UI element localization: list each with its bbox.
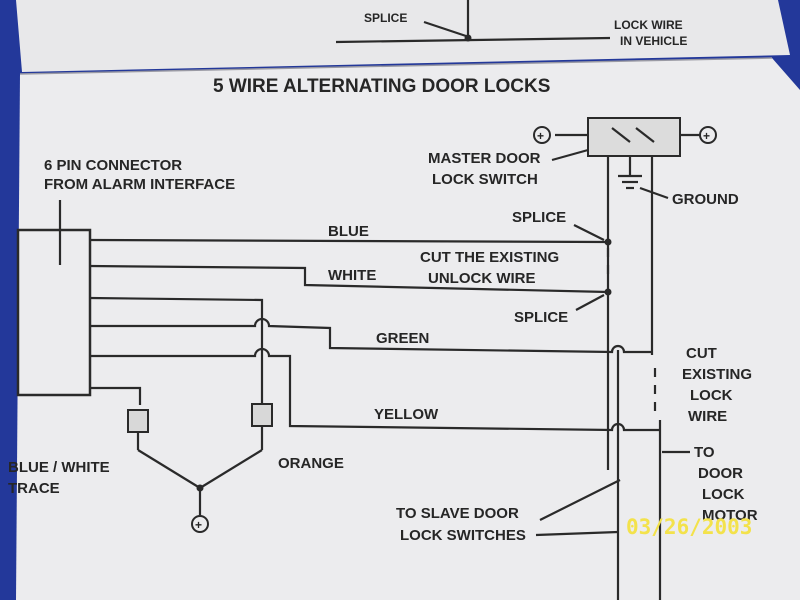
positive-symbol-left: +	[537, 129, 544, 143]
switch-leader	[551, 148, 589, 162]
ground-label: GROUND	[672, 191, 739, 208]
relay-left-label-2: TRACE	[8, 480, 60, 497]
blue-white-relay-feed	[90, 386, 142, 405]
top-panel: SPLICE LOCK WIRE IN VEHICLE	[335, 0, 687, 48]
green-wire-label: GREEN	[376, 330, 429, 347]
positive-terminal-left	[533, 126, 551, 144]
positive-symbol-right: +	[703, 129, 710, 143]
positive-symbol-bottom: +	[195, 518, 202, 532]
diagram-title: 5 WIRE ALTERNATING DOOR LOCKS	[213, 76, 550, 97]
connector-body	[16, 228, 92, 397]
connector-label-1: 6 PIN CONNECTOR	[44, 157, 182, 174]
positive-terminal-bottom	[191, 515, 209, 533]
top-splice-label: SPLICE	[364, 11, 407, 25]
relay-network: +	[127, 320, 273, 533]
yellow-wire	[90, 347, 660, 432]
left-diode-leg	[137, 449, 201, 489]
splice-leader-lower	[575, 294, 605, 311]
top-lock-wire	[335, 36, 611, 44]
to-motor-label-4: MOTOR	[702, 507, 758, 524]
switch-contact-2	[635, 127, 655, 143]
blue-wire	[89, 238, 609, 244]
white-wire-label: WHITE	[328, 267, 376, 284]
master-switch-label-2: LOCK SWITCH	[432, 171, 538, 188]
top-splice-dot	[464, 34, 472, 42]
switch-body	[587, 117, 681, 157]
splice-label-upper: SPLICE	[512, 209, 566, 226]
relay-left-label-1: BLUE / WHITE	[8, 459, 110, 476]
ground: GROUND	[618, 156, 739, 208]
green-wire	[90, 317, 652, 354]
six-pin-connector: 6 PIN CONNECTOR FROM ALARM INTERFACE	[16, 157, 235, 397]
to-motor-label-3: LOCK	[702, 486, 745, 503]
cut-lock-label-2: EXISTING	[682, 366, 752, 383]
right-diode-leg	[199, 449, 263, 489]
splice-label-lower: SPLICE	[514, 309, 568, 326]
cut-unlock-label-2: UNLOCK WIRE	[428, 270, 536, 287]
paper-edge	[19, 57, 773, 75]
to-motor-label-1: TO	[694, 444, 715, 461]
splice-dot-upper	[604, 238, 612, 246]
splice-leader-upper	[573, 224, 605, 241]
date-stamp: 03/26/2003	[626, 515, 752, 539]
top-splice-leader	[423, 20, 467, 38]
slave-switch-label-2: LOCK SWITCHES	[400, 527, 526, 544]
cut-lock-label-1: CUT	[686, 345, 717, 362]
white-wire	[89, 264, 609, 294]
lock-wire-label-2: IN VEHICLE	[620, 34, 687, 48]
relay-orange	[251, 403, 273, 427]
master-switch-label-1: MASTER DOOR	[428, 150, 541, 167]
relay-blue-white	[127, 409, 149, 433]
slave-underline	[535, 530, 619, 537]
lock-wire-label-1: LOCK WIRE	[614, 18, 683, 32]
cut-lock-label-4: WIRE	[688, 408, 727, 425]
master-switch: + + MASTER DOOR LOCK SWITCH	[428, 117, 717, 188]
switch-contact-1	[611, 127, 631, 143]
orange-relay-feed	[89, 296, 264, 320]
blue-wire-label: BLUE	[328, 223, 369, 240]
vehicle-wiring	[539, 156, 690, 600]
connector-label-2: FROM ALARM INTERFACE	[44, 176, 235, 193]
ground-leader	[639, 186, 669, 200]
splice-dot-lower	[604, 288, 612, 296]
common-junction	[196, 484, 204, 492]
main-paper-sheet	[16, 58, 800, 600]
slave-leader	[539, 479, 621, 521]
slave-switch-label-1: TO SLAVE DOOR	[396, 505, 519, 522]
cut-unlock-label-1: CUT THE EXISTING	[420, 249, 559, 266]
harness-wires	[89, 238, 660, 432]
positive-terminal-right	[699, 126, 717, 144]
yellow-wire-label: YELLOW	[374, 406, 439, 423]
cut-lock-label-3: LOCK	[690, 387, 733, 404]
relay-right-label: ORANGE	[278, 455, 344, 472]
top-paper-sheet	[16, 0, 790, 72]
to-motor-label-2: DOOR	[698, 465, 743, 482]
